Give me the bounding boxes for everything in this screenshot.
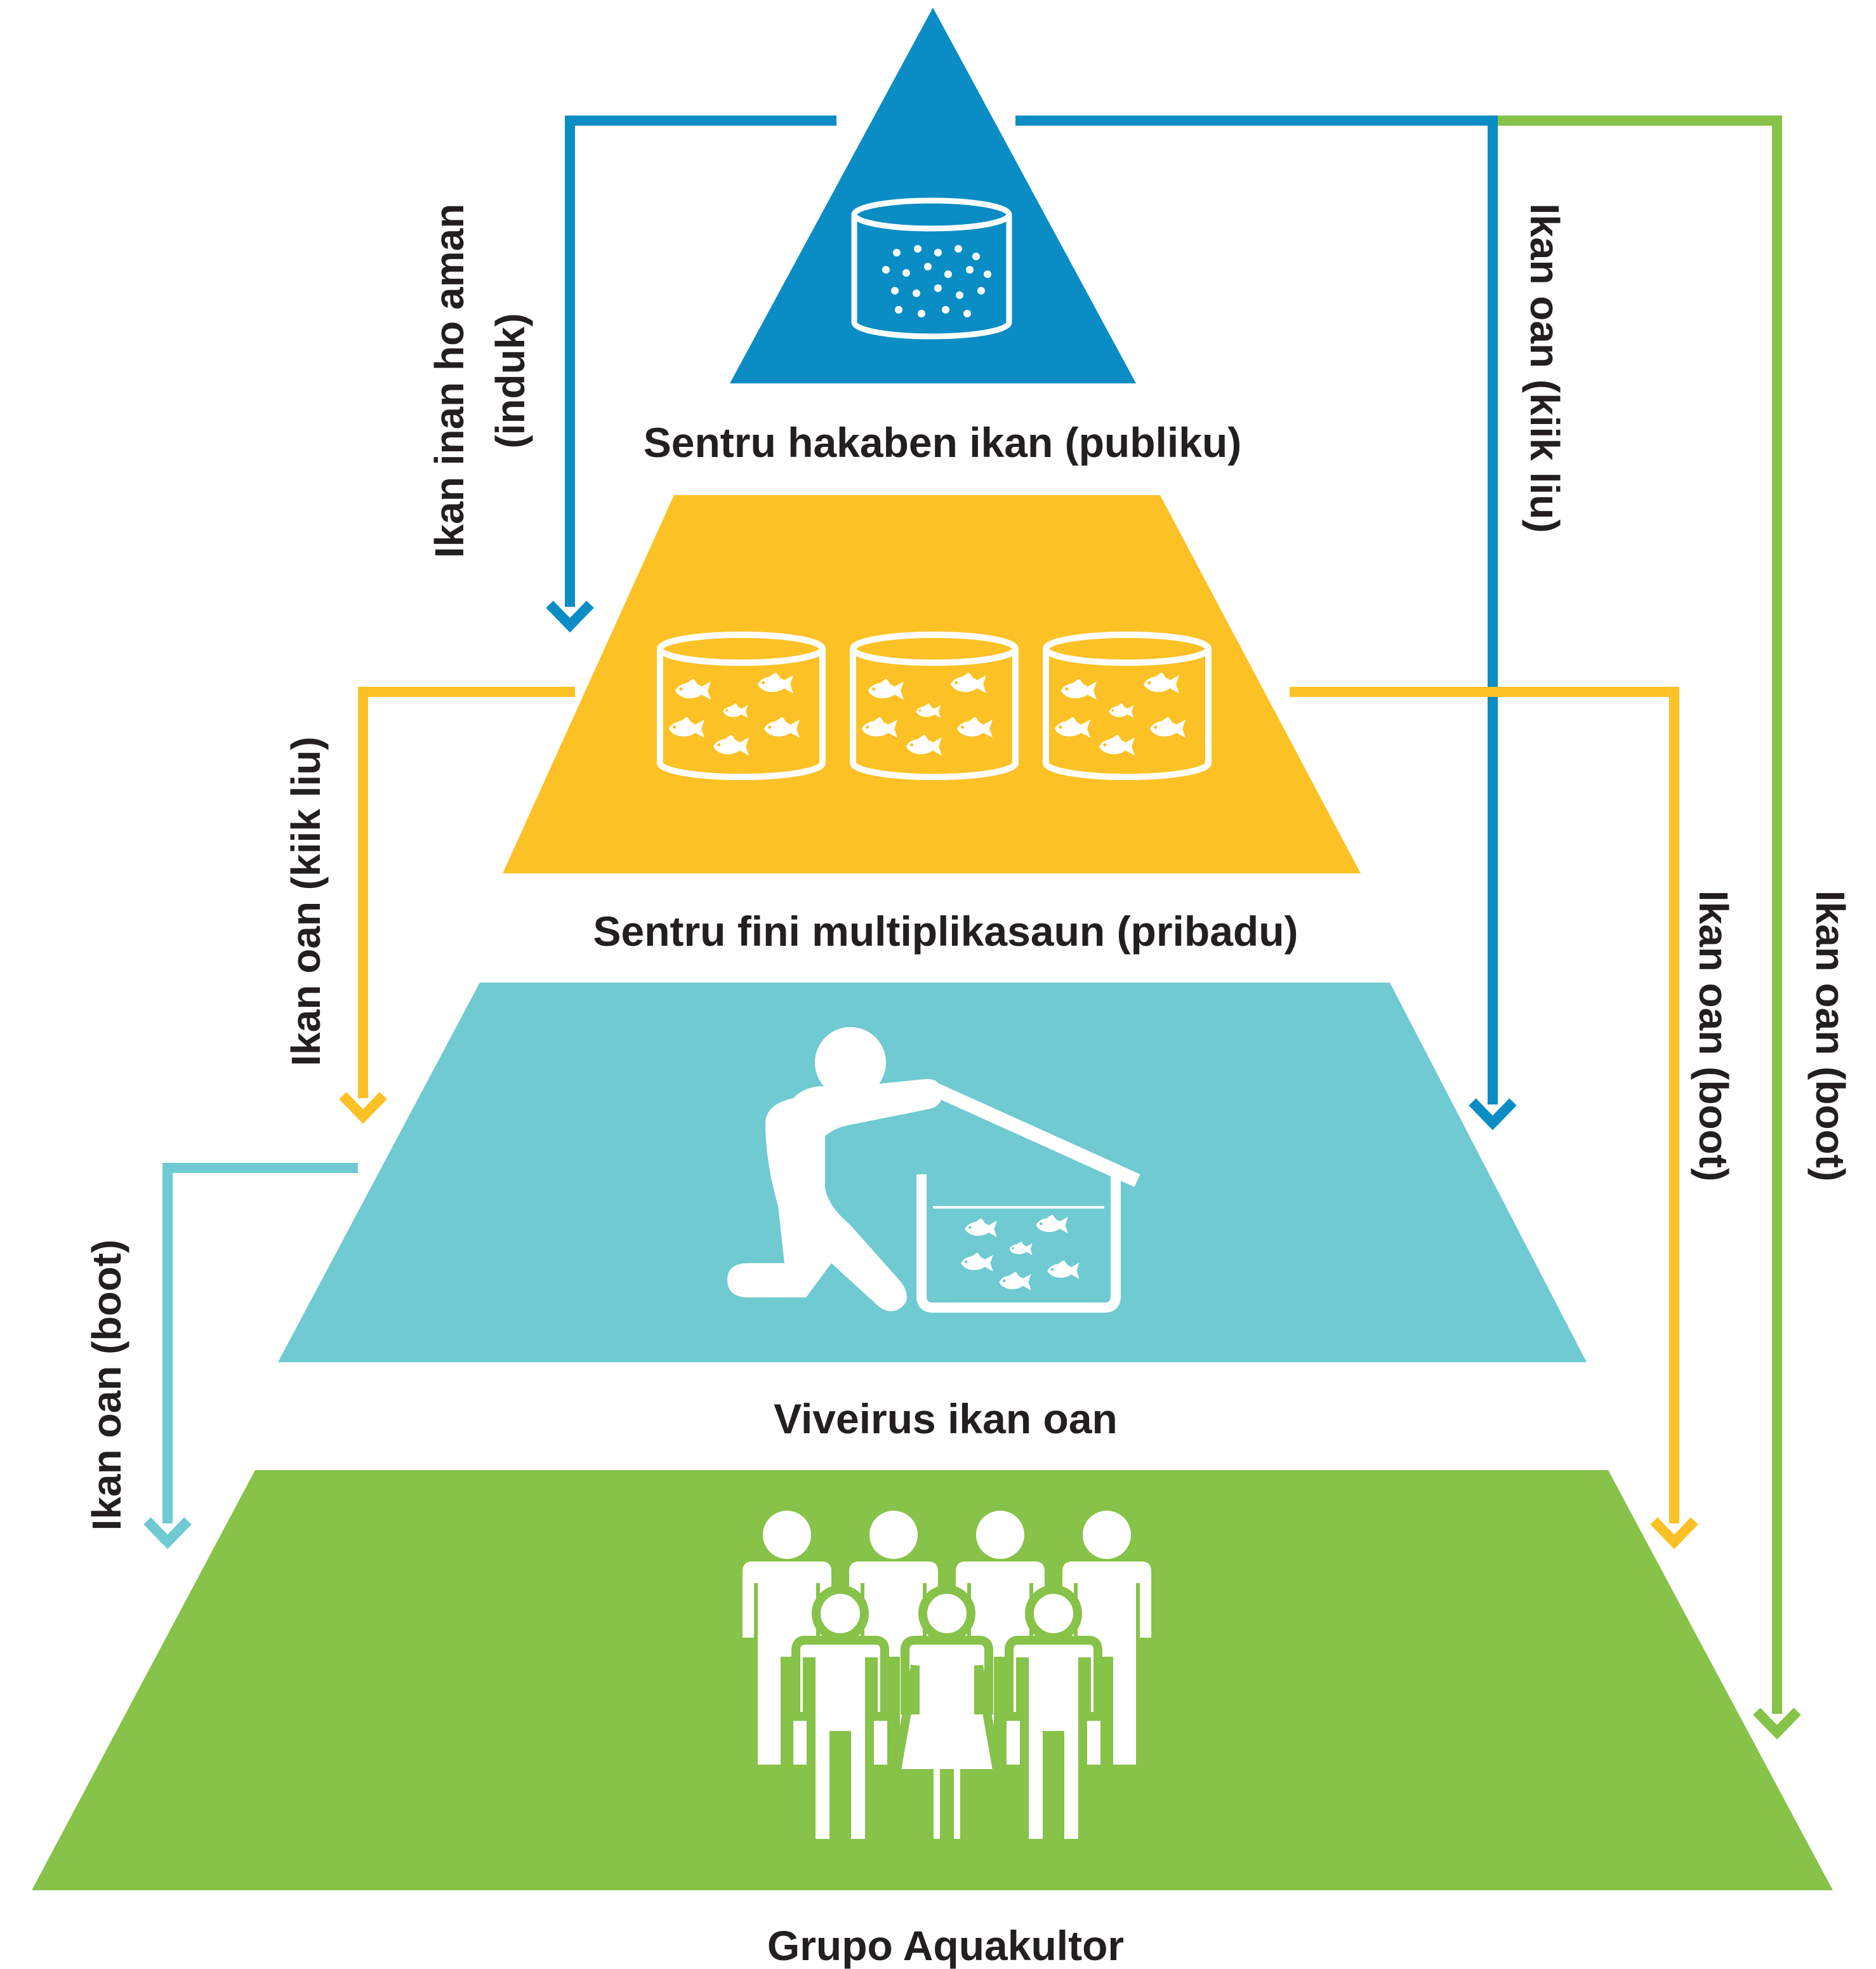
- person-at-fish-tank-icon: [727, 1027, 1140, 1313]
- nursery-tier: [278, 983, 1587, 1362]
- hatchery-small-fry-flow-label: Ikan oan (kiik liu): [1522, 203, 1568, 533]
- multiplication-small-fry-flow-label: Ikan oan (kiik liu): [283, 736, 329, 1066]
- nursery-label: Viveirus ikan oan: [774, 1395, 1118, 1442]
- hatchery-label: Sentru hakaben ikan (publiku): [644, 419, 1241, 466]
- hatchery-tier: [730, 8, 1136, 383]
- hatchery-triangle: [730, 8, 1136, 383]
- tank-with-eggs-icon: [851, 197, 1012, 340]
- multiplication-large-fry-flow-arrow: [1290, 687, 1698, 1549]
- broodstock-flow-label-line2: (induk): [487, 313, 533, 448]
- farmers-label: Grupo Aquakultor: [767, 1922, 1124, 1969]
- multiplication-small-fry-flow-arrow: [339, 687, 575, 1124]
- nursery-trapezoid: [278, 983, 1587, 1362]
- multiplication-tier: [503, 495, 1361, 873]
- multiplication-label: Sentru fini multiplikasaun (pribadu): [593, 908, 1298, 955]
- broodstock-flow-label-line1: Ikan inan ho aman: [426, 204, 472, 558]
- nursery-large-fry-flow-arrow: [143, 1163, 358, 1549]
- nursery-large-fry-flow-label: Ikan oan (boot): [84, 1240, 129, 1531]
- multiplication-large-fry-flow-label: Ikan oan (boot): [1691, 891, 1736, 1182]
- multiplication-trapezoid: [503, 495, 1361, 873]
- hatchery-small-fry-flow-arrow: [1015, 116, 1517, 1130]
- hatchery-large-fry-flow-label: Ikan oan (boot): [1807, 891, 1853, 1182]
- broodstock-flow-arrow: [546, 116, 836, 633]
- farmers-tier: [32, 1470, 1833, 1890]
- hatchery-large-fry-flow-arrow: [1498, 116, 1801, 1740]
